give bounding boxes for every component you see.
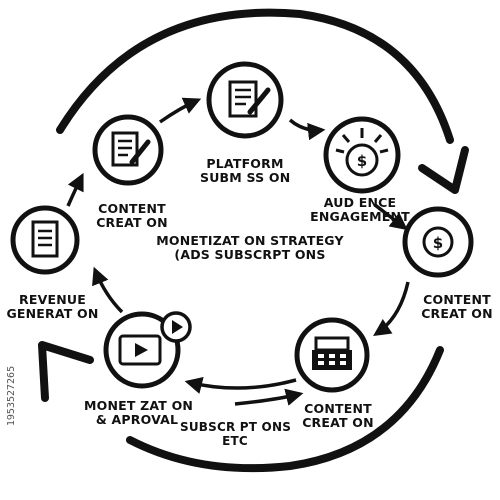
arrow-video-to-revenue xyxy=(92,266,124,314)
content-creation-right-label: CONTENT CREAT ON xyxy=(421,292,493,321)
arrow-content-to-platform xyxy=(158,97,202,124)
outer-cycle-arc-bottom xyxy=(126,346,444,473)
arrow-audience-to-coin xyxy=(373,203,408,231)
document-icon xyxy=(10,205,80,275)
outer-arrowhead-right xyxy=(418,146,469,194)
arrow-revenue-to-content xyxy=(66,172,84,207)
svg-text:$: $ xyxy=(433,234,443,252)
arrow-bottom-to-register xyxy=(234,388,304,406)
document-pencil-icon xyxy=(92,114,164,186)
document-pencil-icon xyxy=(206,61,284,139)
register-machine-icon xyxy=(294,317,370,393)
arrow-register-to-video xyxy=(184,376,297,394)
content-creation-label: CONTENT CREAT ON xyxy=(96,201,168,230)
arrow-platform-to-audience xyxy=(288,118,326,141)
stock-id-watermark: 1953527265 xyxy=(6,365,17,427)
svg-text:$: $ xyxy=(357,152,367,170)
bulb-dollar-icon: $ xyxy=(323,116,401,194)
platform-submission-label: PLATFORM SUBM SS ON xyxy=(200,156,291,185)
content-creation-bottom-label: CONTENT CREAT ON xyxy=(302,401,374,430)
audience-engagement-label: AUD ENCE ENGAGEMENT xyxy=(310,195,410,224)
revenue-generation-label: REVENUE GENERAT ON xyxy=(6,292,99,321)
monetization-approval-label: MONET ZAT ON & APROVAL xyxy=(84,398,194,427)
video-play-icon xyxy=(103,311,192,389)
outer-cycle-arc-top xyxy=(56,8,454,144)
subscriptions-label: SUBSCR PT ONS ETC xyxy=(180,420,292,448)
arrow-coin-to-register xyxy=(373,281,410,336)
outer-arrowhead-left xyxy=(38,341,94,402)
monetization-strategy-label: MONETIZAT ON STRATEGY (ADS SUBSCRPT ONS xyxy=(156,233,344,262)
dollar-coin-icon: $ xyxy=(402,206,474,278)
